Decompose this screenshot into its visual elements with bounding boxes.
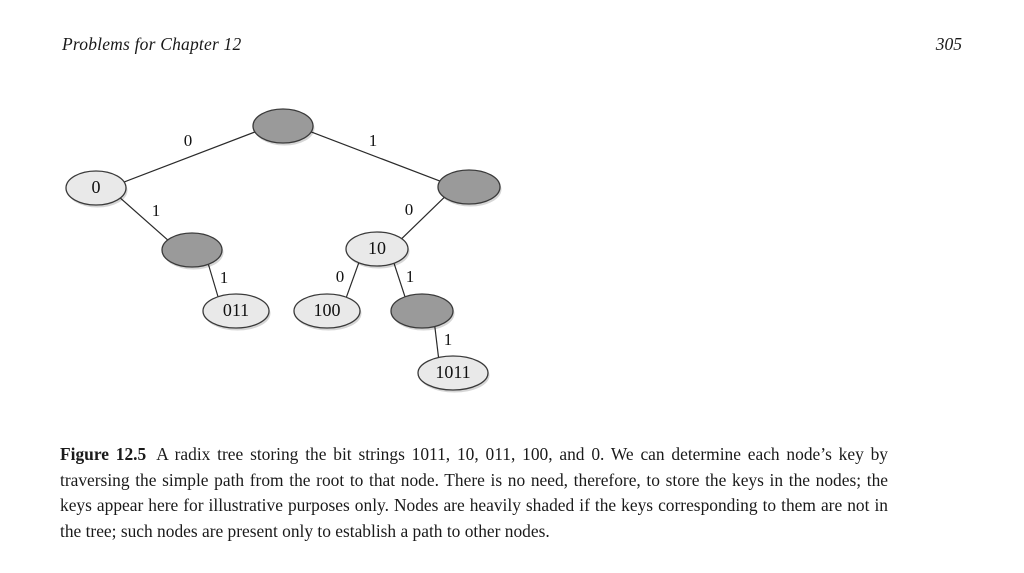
tree-edge	[345, 261, 360, 299]
tree-node-shaded	[161, 232, 224, 270]
tree-edge	[434, 325, 440, 359]
tree-edge	[400, 195, 446, 241]
tree-edge-label: 1	[444, 330, 453, 349]
edge-layer	[118, 130, 446, 359]
node-ellipse	[161, 232, 223, 268]
tree-node: 100	[293, 293, 362, 331]
tree-node: 011	[202, 293, 271, 331]
node-ellipse	[437, 169, 501, 205]
tree-edge-label: 1	[220, 268, 229, 287]
tree-node-shaded	[390, 293, 455, 331]
node-key-label: 100	[314, 300, 341, 320]
tree-edge-label: 0	[405, 200, 414, 219]
tree-edge	[121, 130, 258, 184]
node-ellipse	[345, 231, 409, 267]
node-ellipse	[252, 108, 314, 144]
tree-node: 10	[345, 231, 410, 269]
node-key-label: 1011	[435, 362, 470, 382]
tree-edge	[207, 263, 219, 298]
tree-node-shaded	[437, 169, 502, 207]
running-head-title: Problems for Chapter 12	[62, 34, 242, 54]
tree-edge	[118, 196, 170, 242]
tree-edge-label: 1	[369, 131, 378, 150]
node-key-label: 0	[92, 177, 101, 197]
node-ellipse	[65, 170, 127, 206]
node-key-label: 10	[368, 238, 386, 258]
node-ellipse	[293, 293, 361, 329]
tree-node-shaded	[252, 108, 315, 146]
running-head: Problems for Chapter 12 305	[62, 34, 962, 60]
tree-edge-label: 1	[406, 267, 415, 286]
tree-edge-label: 0	[336, 267, 345, 286]
node-ellipse	[390, 293, 454, 329]
tree-edge-label: 0	[184, 131, 193, 150]
node-ellipse	[202, 293, 270, 329]
figure-caption-text: A radix tree storing the bit strings 101…	[60, 444, 888, 541]
node-ellipse	[417, 355, 489, 391]
tree-edge	[309, 130, 443, 183]
tree-edge-label: 1	[152, 201, 161, 220]
node-key-label: 011	[223, 300, 249, 320]
tree-edge	[393, 262, 406, 298]
figure-caption-label: Figure 12.5	[60, 444, 147, 464]
tree-node: 0	[65, 170, 128, 208]
tree-node: 1011	[417, 355, 490, 393]
page-number: 305	[935, 34, 962, 54]
